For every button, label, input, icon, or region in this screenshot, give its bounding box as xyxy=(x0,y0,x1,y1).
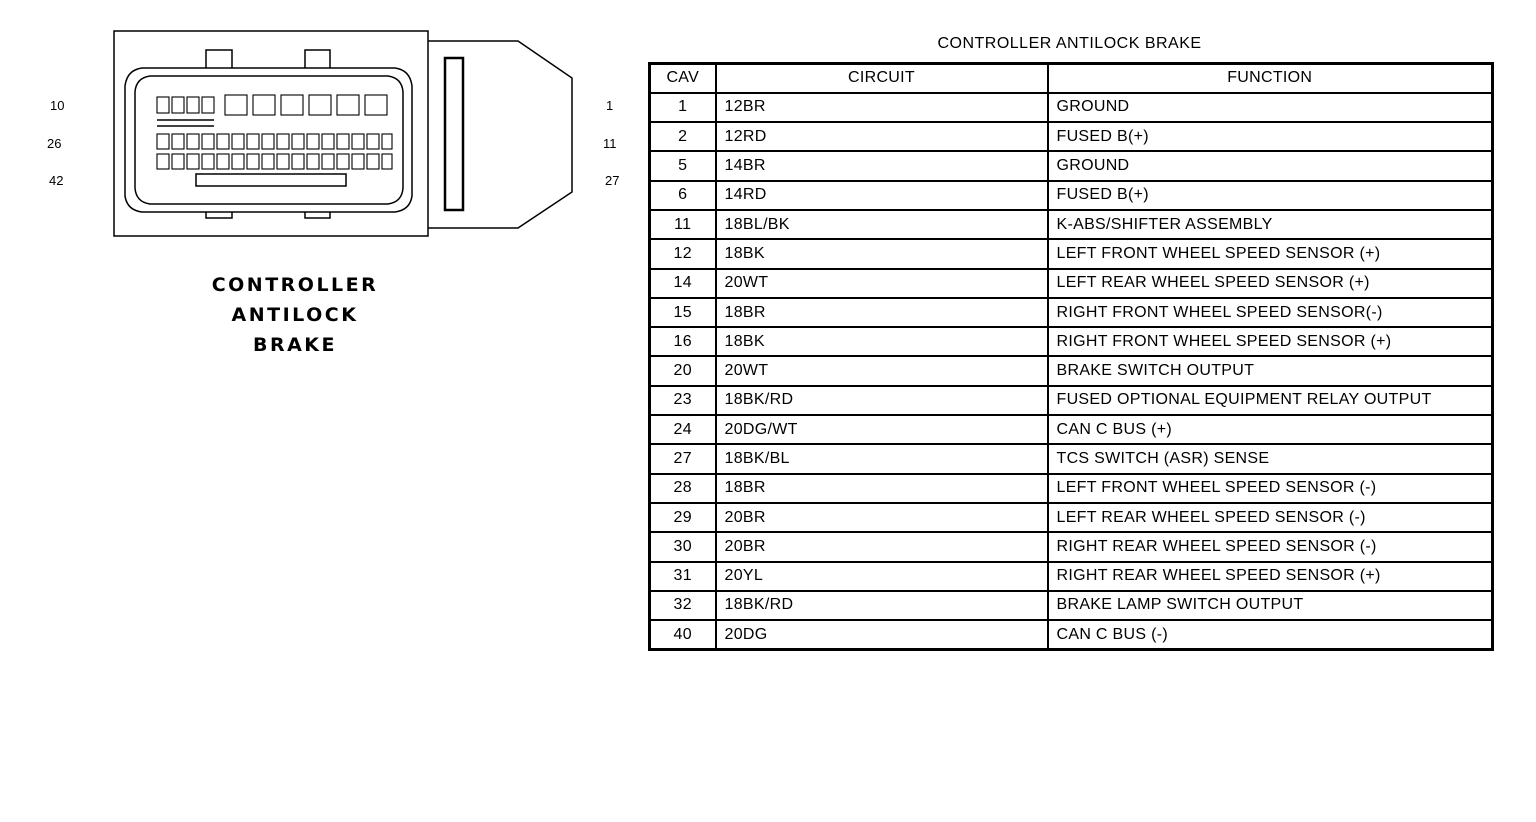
header-cav: CAV xyxy=(648,62,717,94)
cell-circuit: 20DG/WT xyxy=(714,414,1049,446)
cell-function: LEFT FRONT WHEEL SPEED SENSOR (-) xyxy=(1046,472,1494,504)
pin-label-42: 42 xyxy=(49,173,64,188)
pin-label-11: 11 xyxy=(603,136,617,151)
pin-label-1: 1 xyxy=(606,98,614,113)
cell-circuit: 20WT xyxy=(714,267,1049,299)
caption-line-2: ANTILOCK xyxy=(231,304,359,326)
connector-diagram xyxy=(113,30,573,237)
cell-cav: 11 xyxy=(648,208,717,241)
cell-function: FUSED OPTIONAL EQUIPMENT RELAY OUTPUT xyxy=(1046,384,1494,417)
cavity-row-top xyxy=(156,94,388,116)
cell-circuit: 20BR xyxy=(714,501,1049,534)
cell-function: GROUND xyxy=(1046,150,1494,182)
cell-circuit: 12BR xyxy=(714,91,1049,124)
cell-function: RIGHT REAR WHEEL SPEED SENSOR (-) xyxy=(1046,531,1494,563)
cell-circuit: 18BR xyxy=(714,472,1049,504)
cell-cav: 20 xyxy=(648,355,717,387)
cell-function: BRAKE LAMP SWITCH OUTPUT xyxy=(1046,589,1494,622)
cell-cav: 23 xyxy=(648,384,717,417)
cell-circuit: 18BK xyxy=(714,238,1049,270)
cell-circuit: 18BK/RD xyxy=(714,384,1049,417)
cell-function: TCS SWITCH (ASR) SENSE xyxy=(1046,443,1494,475)
cell-function: LEFT REAR WHEEL SPEED SENSOR (-) xyxy=(1046,501,1494,534)
cell-cav: 31 xyxy=(648,560,717,592)
cell-cav: 29 xyxy=(648,501,717,534)
cavity-rows-lower xyxy=(156,133,393,170)
cell-cav: 27 xyxy=(648,443,717,475)
cell-function: RIGHT REAR WHEEL SPEED SENSOR (+) xyxy=(1046,560,1494,592)
cell-function: GROUND xyxy=(1046,91,1494,124)
pin-label-27: 27 xyxy=(605,173,620,188)
cell-function: BRAKE SWITCH OUTPUT xyxy=(1046,355,1494,387)
pin-label-26: 26 xyxy=(47,136,62,151)
pin-label-10: 10 xyxy=(50,98,65,113)
cell-circuit: 18BK/RD xyxy=(714,589,1049,622)
cell-function: K-ABS/SHIFTER ASSEMBLY xyxy=(1046,208,1494,241)
cell-function: CAN C BUS (+) xyxy=(1046,414,1494,446)
cell-circuit: 20DG xyxy=(714,619,1049,651)
cell-cav: 1 xyxy=(648,91,717,124)
caption-line-1: CONTROLLER xyxy=(211,274,379,296)
cell-cav: 2 xyxy=(648,121,717,153)
cell-function: FUSED B(+) xyxy=(1046,121,1494,153)
cell-function: CAN C BUS (-) xyxy=(1046,619,1494,651)
cell-circuit: 20YL xyxy=(714,560,1049,592)
cell-cav: 16 xyxy=(648,326,717,358)
cell-cav: 28 xyxy=(648,472,717,504)
table-title: CONTROLLER ANTILOCK BRAKE xyxy=(937,35,1202,52)
header-circuit: CIRCUIT xyxy=(714,62,1049,94)
cell-cav: 40 xyxy=(648,619,717,651)
cell-function: RIGHT FRONT WHEEL SPEED SENSOR (+) xyxy=(1046,326,1494,358)
cell-cav: 24 xyxy=(648,414,717,446)
cell-circuit: 12RD xyxy=(714,121,1049,153)
cell-circuit: 14RD xyxy=(714,179,1049,211)
cell-circuit: 18BL/BK xyxy=(714,208,1049,241)
cell-circuit: 20BR xyxy=(714,531,1049,563)
cell-function: LEFT FRONT WHEEL SPEED SENSOR (+) xyxy=(1046,238,1494,270)
cell-circuit: 18BK xyxy=(714,326,1049,358)
cell-function: LEFT REAR WHEEL SPEED SENSOR (+) xyxy=(1046,267,1494,299)
connector-face xyxy=(124,67,413,213)
connector-latch-bar xyxy=(443,56,465,212)
cell-circuit: 18BR xyxy=(714,296,1049,329)
cell-cav: 6 xyxy=(648,179,717,211)
connector-housing xyxy=(113,30,429,237)
cell-cav: 12 xyxy=(648,238,717,270)
cell-circuit: 14BR xyxy=(714,150,1049,182)
cell-cav: 30 xyxy=(648,531,717,563)
cell-cav: 5 xyxy=(648,150,717,182)
cell-circuit: 18BK/BL xyxy=(714,443,1049,475)
cell-cav: 32 xyxy=(648,589,717,622)
caption-line-3: BRAKE xyxy=(252,334,338,356)
cell-function: FUSED B(+) xyxy=(1046,179,1494,211)
connector-caption: CONTROLLER ANTILOCK BRAKE xyxy=(190,270,400,360)
cell-cav: 15 xyxy=(648,296,717,329)
table-header-row: CAV CIRCUIT FUNCTION xyxy=(648,62,1494,94)
cell-function: RIGHT FRONT WHEEL SPEED SENSOR(-) xyxy=(1046,296,1494,329)
header-function: FUNCTION xyxy=(1046,62,1494,94)
cell-circuit: 20WT xyxy=(714,355,1049,387)
cell-cav: 14 xyxy=(648,267,717,299)
connector-latch xyxy=(428,40,573,229)
